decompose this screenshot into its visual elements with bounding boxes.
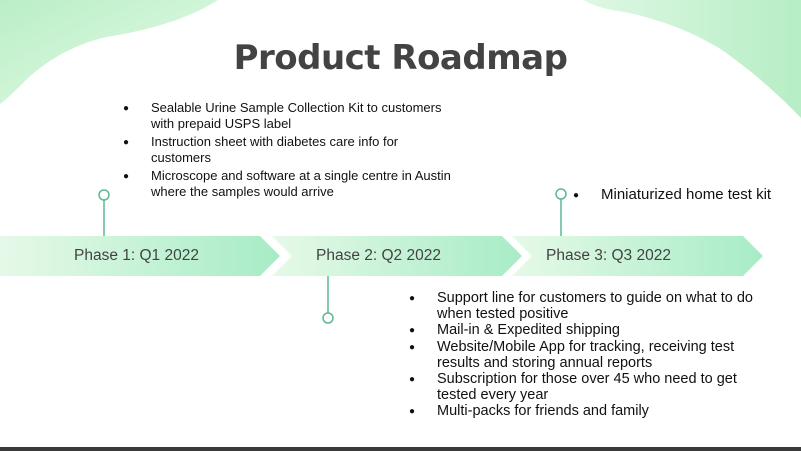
phase-3-arrow [512,236,763,276]
phase-1-label: Phase 1: Q1 2022 [74,247,199,264]
phase-3-label: Phase 3: Q3 2022 [546,247,671,264]
phase-1-arrow [0,236,280,276]
list-item: Sealable Urine Sample Collection Kit to … [123,100,451,131]
top-left-blob [0,0,218,104]
list-item: Microscope and software at a single cent… [123,168,451,199]
list-item: Mail-in & Expedited shipping [409,322,777,339]
bottom-border [0,447,801,451]
list-item: Multi-packs for friends and family [409,403,777,420]
phase-1-connector [98,189,110,236]
list-item: Miniaturized home test kit [573,184,781,206]
top-right-blob [584,0,801,118]
list-item: Subscription for those over 45 who need … [409,371,777,403]
list-item: Support line for customers to guide on w… [409,290,777,322]
phase-2-connector [322,276,334,324]
page-title: Product Roadmap [233,38,568,78]
phase-2-label: Phase 2: Q2 2022 [316,247,441,264]
list-item: Website/Mobile App for tracking, receivi… [409,339,777,371]
phase-2-bullet-list: Support line for customers to guide on w… [409,290,777,421]
phase-3-bullet-list: Miniaturized home test kit [573,184,781,206]
phase-1-bullet-list: Sealable Urine Sample Collection Kit to … [123,100,451,202]
phase-2-arrow [272,236,522,276]
phase-3-connector [555,188,567,236]
list-item: Instruction sheet with diabetes care inf… [123,134,451,165]
